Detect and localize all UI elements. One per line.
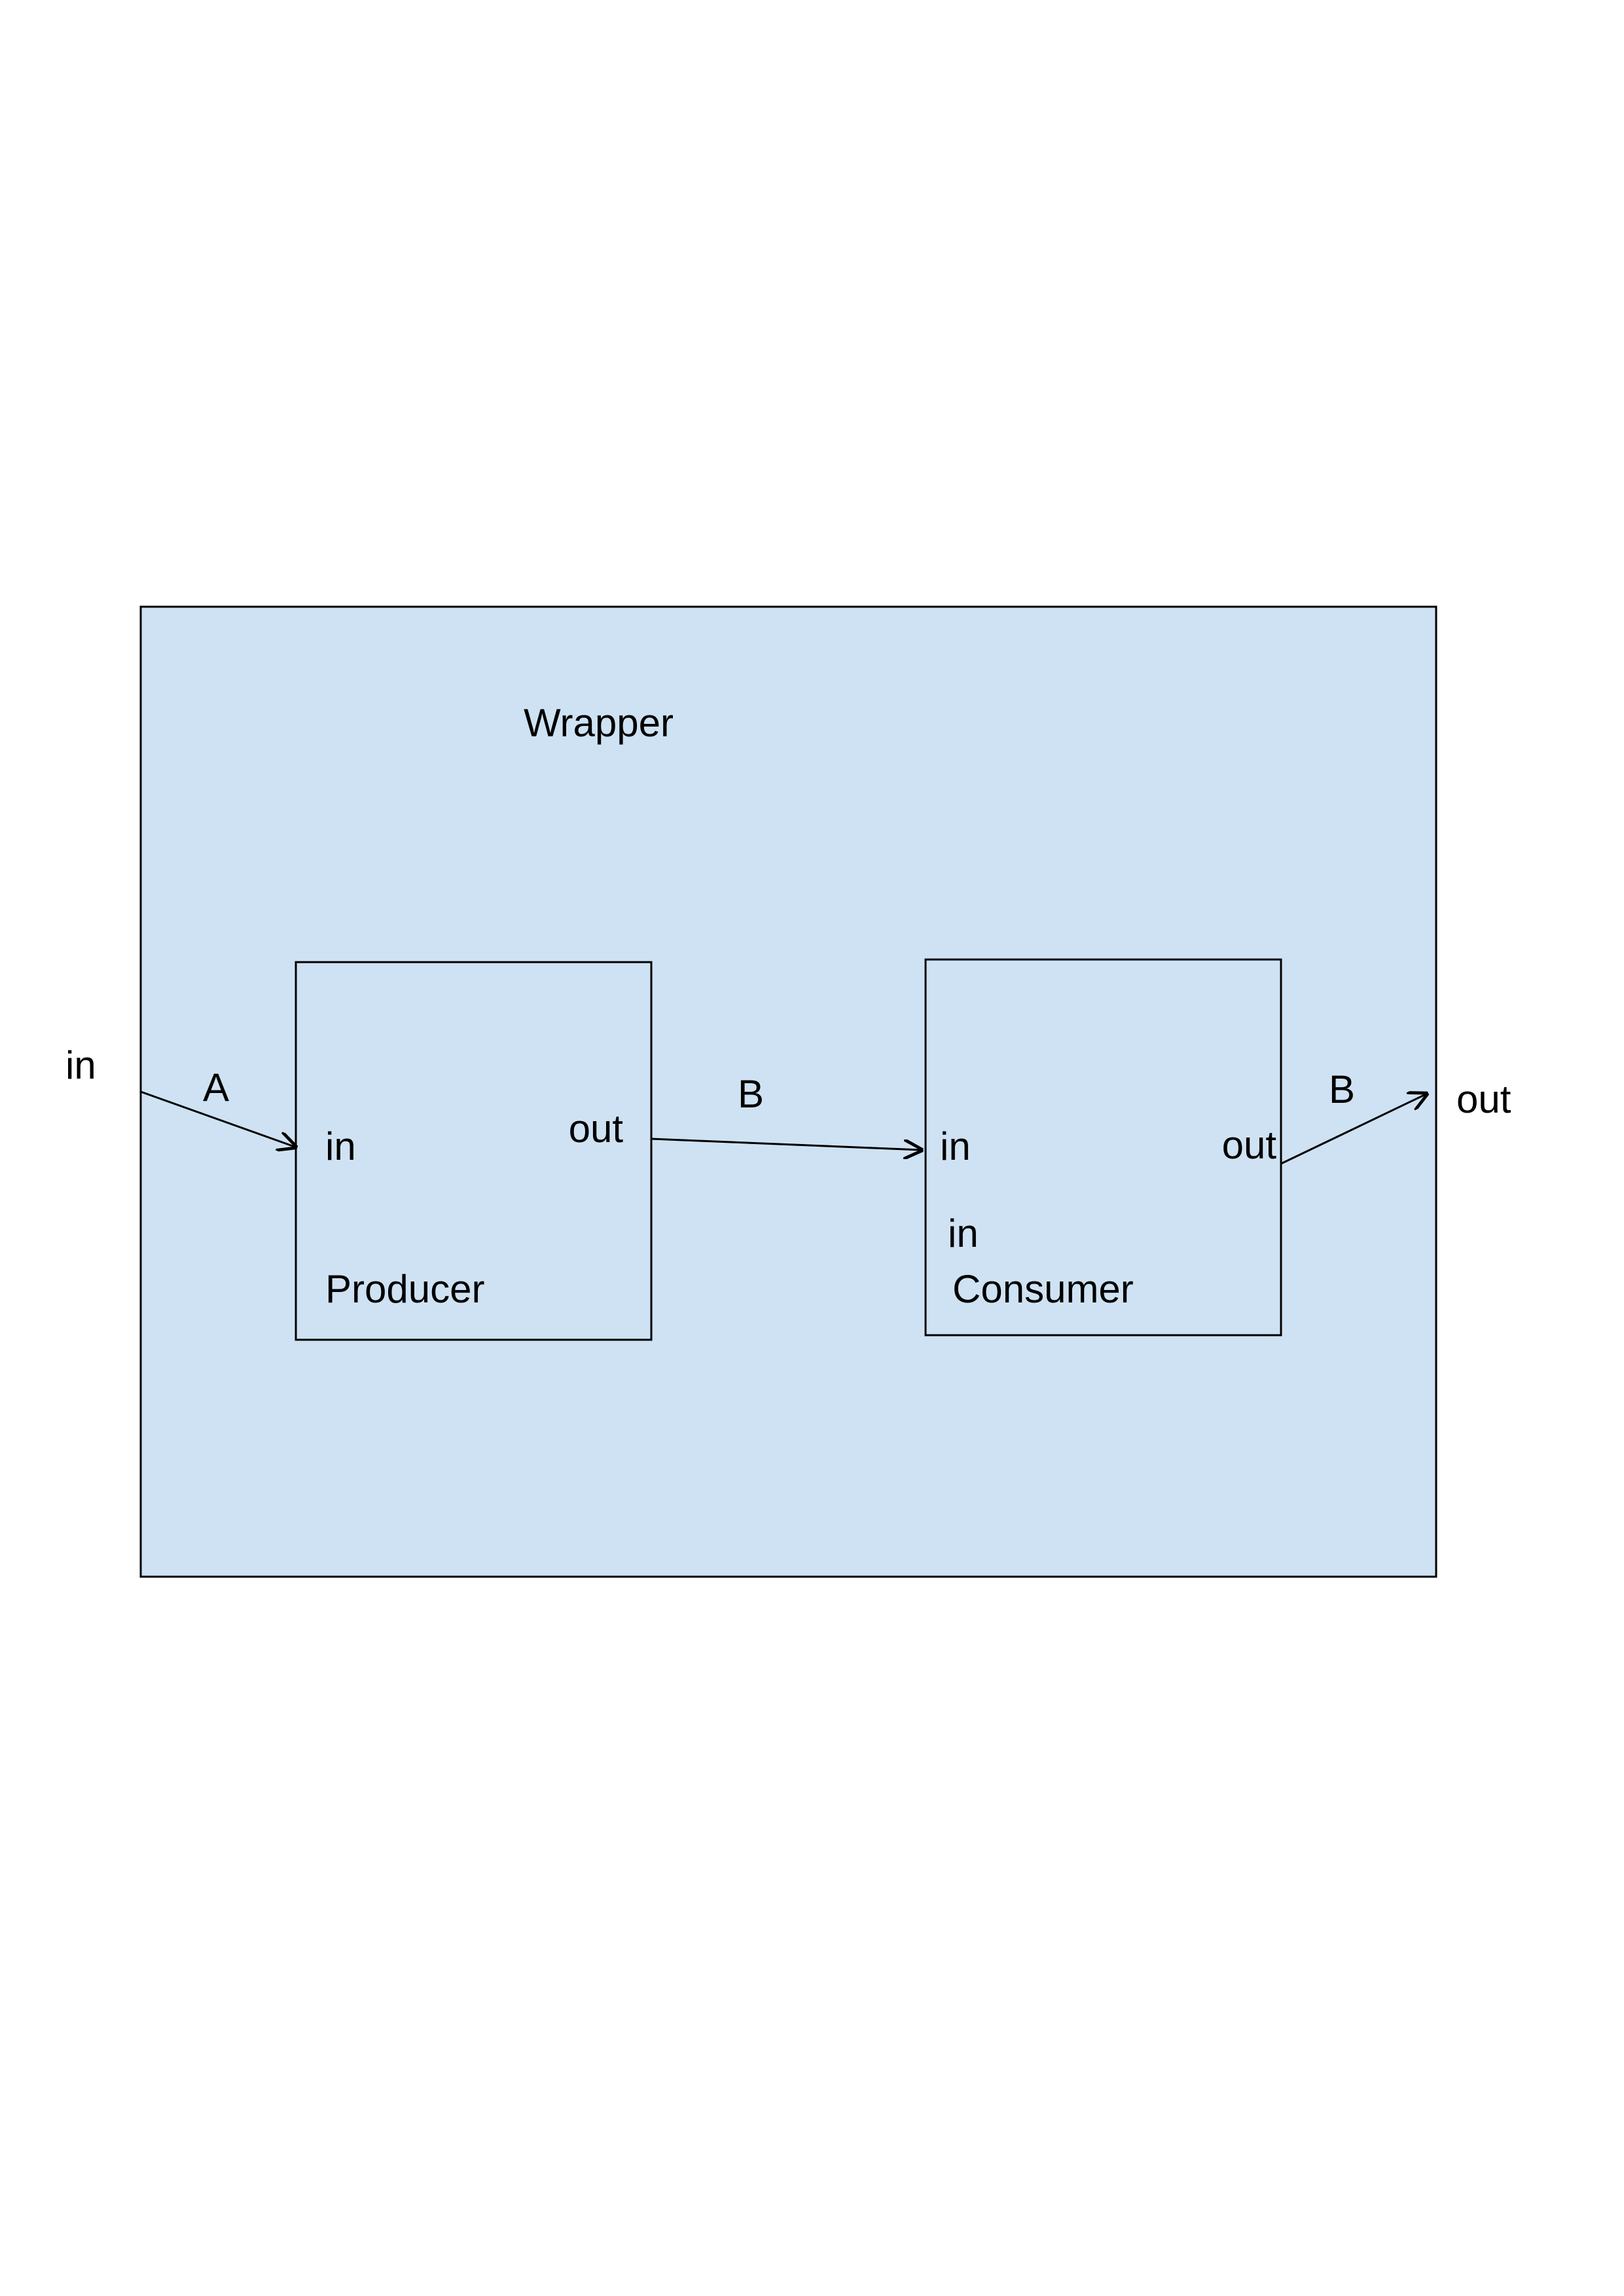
edge-b2-label: B (1329, 1067, 1355, 1111)
edge-a-label: A (203, 1066, 229, 1109)
wrapper-label: Wrapper (524, 701, 674, 745)
edge-b2-line (1280, 1094, 1426, 1165)
consumer-box (924, 958, 1282, 1336)
producer-box (295, 961, 653, 1341)
external-in-label: in (65, 1043, 96, 1087)
consumer-out-port-label: out (1222, 1123, 1277, 1167)
external-out-label: out (1456, 1077, 1511, 1121)
consumer-in2-port-label: in (948, 1211, 979, 1255)
consumer-in-port-label: in (940, 1124, 971, 1168)
edge-b1-line (651, 1138, 920, 1150)
edge-b1-label: B (738, 1072, 764, 1116)
consumer-label: Consumer (952, 1267, 1134, 1311)
edge-a-line (140, 1090, 295, 1147)
producer-out-port-label: out (569, 1107, 624, 1151)
producer-in-port-label: in (325, 1124, 356, 1168)
producer-label: Producer (325, 1267, 484, 1311)
